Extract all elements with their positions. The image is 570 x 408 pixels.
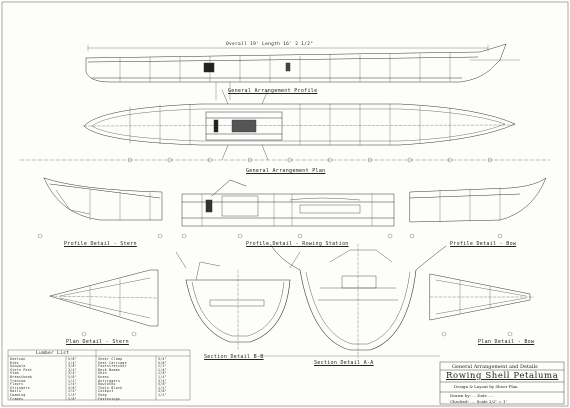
profile-title: General Arrangement Profile (228, 88, 318, 94)
lumber-cell: Frames (10, 396, 24, 401)
section-bb-title: Section Detail B-B (204, 354, 264, 360)
lumber-cell: 5/8" (158, 360, 167, 365)
lumber-cell: Stem (10, 371, 19, 376)
profile-rowing-title: Profile Detail - Rowing Station (246, 241, 349, 247)
lumber-cell: 1/8" (158, 371, 167, 376)
lumber-cell: Thole Block (98, 385, 123, 390)
lumber-cell: Gunwale (10, 364, 26, 369)
lumber-cell: 1/2" (158, 385, 167, 390)
profile-stern-title: Profile Detail - Stern (64, 241, 137, 247)
lumber-list-title: Lumber List (36, 350, 70, 356)
lumber-list-table (7, 349, 191, 401)
station-markers (19, 157, 551, 163)
lumber-cell: 5/8" (68, 357, 77, 361)
lumber-cell: 1/2" (158, 393, 167, 397)
lumber-cell: Fastenings (98, 396, 121, 401)
plan-bow-title: Plan Detail - Bow (478, 339, 535, 345)
lumber-cell: Cockpit (98, 389, 114, 394)
plan-title: General Arrangement Plan (246, 168, 326, 174)
profile-detail-bow (409, 177, 547, 239)
lumber-cell: 3/8" (158, 389, 167, 394)
title-block-line3: Checked: .... Scale 1/2" = 1' (450, 398, 507, 404)
lumber-cell: 5/8" (68, 375, 77, 379)
profile-drawing (85, 43, 521, 101)
profile-detail-stern (37, 177, 163, 239)
lumber-cell: Skeg (98, 393, 107, 397)
lumber-cell: 3/8" (68, 385, 77, 390)
title-block-title: Rowing Shell Petaluma (446, 371, 559, 381)
lumber-cell: 1/4" (68, 382, 77, 387)
lumber-cell: Seat Carriage (98, 360, 127, 365)
lumber-cell: 3/4" (158, 378, 167, 383)
lumber-cell: Floors (10, 382, 24, 387)
lumber-cell: Footstretcher (98, 364, 127, 369)
lumber-cell: 1/4" (158, 367, 167, 372)
lumber-cell: 1/4" (68, 389, 77, 394)
plan-detail-bow (429, 273, 535, 337)
lumber-cell: Rowlocks (98, 382, 116, 387)
lumber-cell: Breasthook (10, 375, 33, 379)
lumber-cell: Deck Beams (98, 367, 121, 372)
profile-detail-rowing (181, 179, 395, 239)
title-block-line2: Drawn by: ... Date .... (450, 393, 494, 398)
lumber-cell: Rails (10, 389, 22, 394)
lumber-cell: 1/4" (158, 375, 167, 379)
dimension-label: Overall 19' Length 16' 2 1/2" (226, 42, 314, 47)
section-detail-aa (259, 243, 447, 359)
lumber-cell: Stern Post (10, 367, 33, 372)
lumber-cell: 3/4" (158, 357, 167, 361)
lumber-cell: Outriggers (98, 378, 121, 383)
lumber-cell: 1/4" (68, 360, 77, 365)
profile-bow-title: Profile Detail - Bow (450, 241, 517, 247)
title-block-subtitle: General Arrangement and Details (452, 363, 538, 370)
lumber-cell: 5/8" (68, 396, 77, 401)
lumber-cell: Coaming (10, 393, 26, 397)
lumber-cell: Stringers (10, 385, 30, 390)
lumber-cell: Sheer Clamp (98, 357, 123, 361)
plan-drawing (83, 89, 516, 161)
lumber-cell: 5/8" (158, 382, 167, 387)
section-aa-title: Section Detail A-A (314, 360, 374, 366)
lumber-cell: Skin (98, 371, 107, 376)
lumber-cell: 1/2" (68, 378, 77, 383)
plan-detail-stern (49, 269, 159, 337)
lumber-cell: Transom (10, 378, 26, 383)
lumber-cell: 3/4" (68, 371, 77, 376)
title-block-line1: Design & Layout by Sheer Plan (454, 384, 518, 389)
title-block (439, 361, 565, 405)
lumber-cell: 1/4" (68, 393, 77, 397)
lumber-cell: Keelson (10, 357, 26, 361)
section-detail-bb (175, 251, 301, 351)
plan-stern-title: Plan Detail - Stern (66, 339, 129, 345)
lumber-cell: Ribs (10, 360, 19, 365)
lumber-cell: 3/8" (68, 364, 77, 369)
lumber-cell: Knees (98, 375, 110, 379)
lumber-cell: 3/4" (68, 367, 77, 372)
lumber-cell: 1/2" (158, 364, 167, 369)
